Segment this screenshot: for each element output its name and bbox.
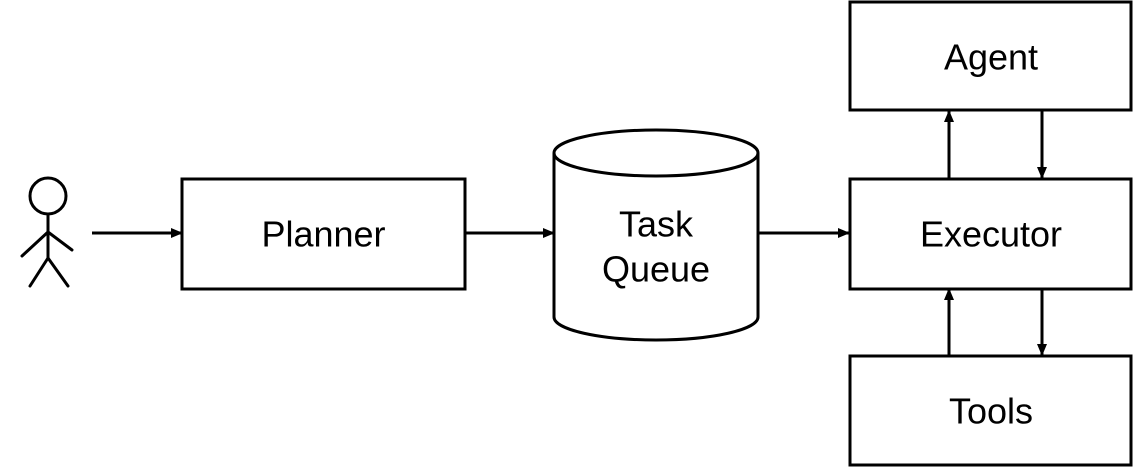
task-queue-node: Task Queue	[552, 128, 760, 342]
tools-node: Tools	[848, 354, 1133, 467]
task-queue-label-line1: Task	[619, 204, 694, 245]
planner-node: Planner	[180, 177, 467, 291]
planner-label: Planner	[261, 214, 385, 255]
executor-label: Executor	[920, 214, 1062, 255]
agent-label: Agent	[944, 37, 1038, 78]
tools-label: Tools	[949, 391, 1033, 432]
task-queue-label-line2: Queue	[602, 249, 710, 290]
executor-node: Executor	[848, 177, 1133, 291]
stick-figure-user-icon	[20, 176, 74, 288]
agent-node: Agent	[848, 0, 1133, 112]
